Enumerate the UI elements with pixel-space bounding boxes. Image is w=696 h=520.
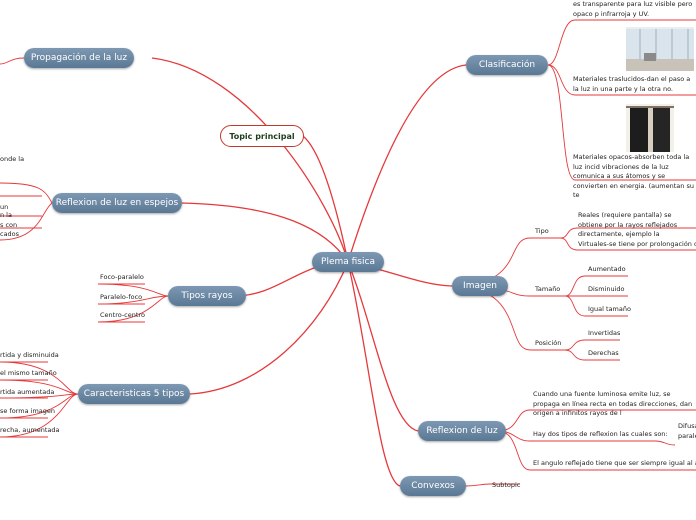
imagen-posicion-label[interactable]: Posición — [535, 339, 562, 347]
central-node[interactable]: Plema fisica — [312, 252, 384, 272]
espejos-fragment: n la — [0, 211, 12, 219]
clasificacion-item[interactable]: Materiales traslucidos-dan el paso a la … — [573, 75, 691, 93]
imagen-tipo-label[interactable]: Tipo — [535, 227, 549, 235]
caracteristicas-item[interactable]: se forma imagen — [0, 407, 56, 415]
link-convexos — [347, 261, 401, 487]
reflexion-item[interactable]: El angulo reflejado tiene que ser siempr… — [533, 459, 696, 467]
imagen-tamano-label[interactable]: Tamaño — [535, 285, 561, 293]
reflexion-item[interactable]: Cuando una fuente luminosa emite luz, se… — [533, 390, 693, 417]
espejos-fragment: cados — [0, 230, 20, 238]
clasificacion-item[interactable]: Materiales opacos-absorben toda la luz i… — [573, 153, 694, 199]
convexos-node[interactable]: Convexos — [400, 476, 466, 496]
clasificacion-node[interactable]: Clasificación — [466, 55, 548, 75]
caracteristicas-item[interactable]: el mismo tamaño — [0, 369, 57, 377]
link-clasificacion — [347, 64, 467, 263]
posicion-item[interactable]: Derechas — [588, 349, 619, 357]
caracteristicas-item[interactable]: rtida aumentada — [0, 388, 55, 396]
espejos-fragment: onde la — [0, 155, 25, 163]
tipos-rayos-node[interactable]: Tipos rayos — [168, 286, 246, 306]
caracteristicas-node[interactable]: Caracteristicas 5 tipos — [78, 384, 190, 404]
clasificacion-item[interactable]: es transparente para luz visible pero op… — [573, 0, 693, 18]
tipos-rayos-item[interactable]: Paralelo-foco — [100, 293, 143, 301]
imagen-node[interactable]: Imagen — [452, 276, 508, 296]
tipo-item[interactable]: Reales (requiere pantalla) se obtiene po… — [578, 211, 678, 238]
curtain-photo — [626, 104, 674, 152]
tipos-rayos-item[interactable]: Foco-paralelo — [100, 273, 144, 281]
tamano-item[interactable]: Disminuido — [588, 285, 625, 293]
link-espejos — [181, 202, 349, 263]
caracteristicas-item[interactable]: rtida y disminuida — [0, 351, 59, 359]
caracteristicas-item[interactable]: recha, aumentada — [0, 426, 60, 434]
convexos-subtopic[interactable]: Subtopic — [492, 481, 521, 489]
window-photo — [626, 27, 694, 71]
reflexion-espejos-node[interactable]: Reflexion de luz en espejos — [52, 193, 182, 213]
link-reflexion — [347, 261, 419, 432]
reflexion-item[interactable]: Hay dos tipos de reflexion las cuales so… — [533, 430, 668, 438]
topic-principal-node[interactable]: Topic principal — [220, 125, 304, 147]
espejos-fragment: un — [0, 203, 9, 211]
link-caracteristicas — [189, 261, 349, 395]
tamano-item[interactable]: Igual tamaño — [588, 305, 631, 313]
reflexion-luz-node[interactable]: Reflexion de luz — [418, 421, 506, 441]
tipos-rayos-item[interactable]: Centro-centro — [100, 311, 145, 319]
link-topic — [302, 135, 349, 263]
tamano-item[interactable]: Aumentado — [588, 265, 626, 273]
reflexion-sub-item[interactable]: Difusa paralela — [678, 422, 696, 440]
propagacion-node[interactable]: Propagación de la luz — [24, 48, 134, 68]
tipo-item[interactable]: Virtuales-se tiene por prolongación de r… — [578, 240, 696, 248]
espejos-fragment: s con — [0, 221, 18, 229]
posicion-item[interactable]: Invertidas — [588, 329, 621, 337]
